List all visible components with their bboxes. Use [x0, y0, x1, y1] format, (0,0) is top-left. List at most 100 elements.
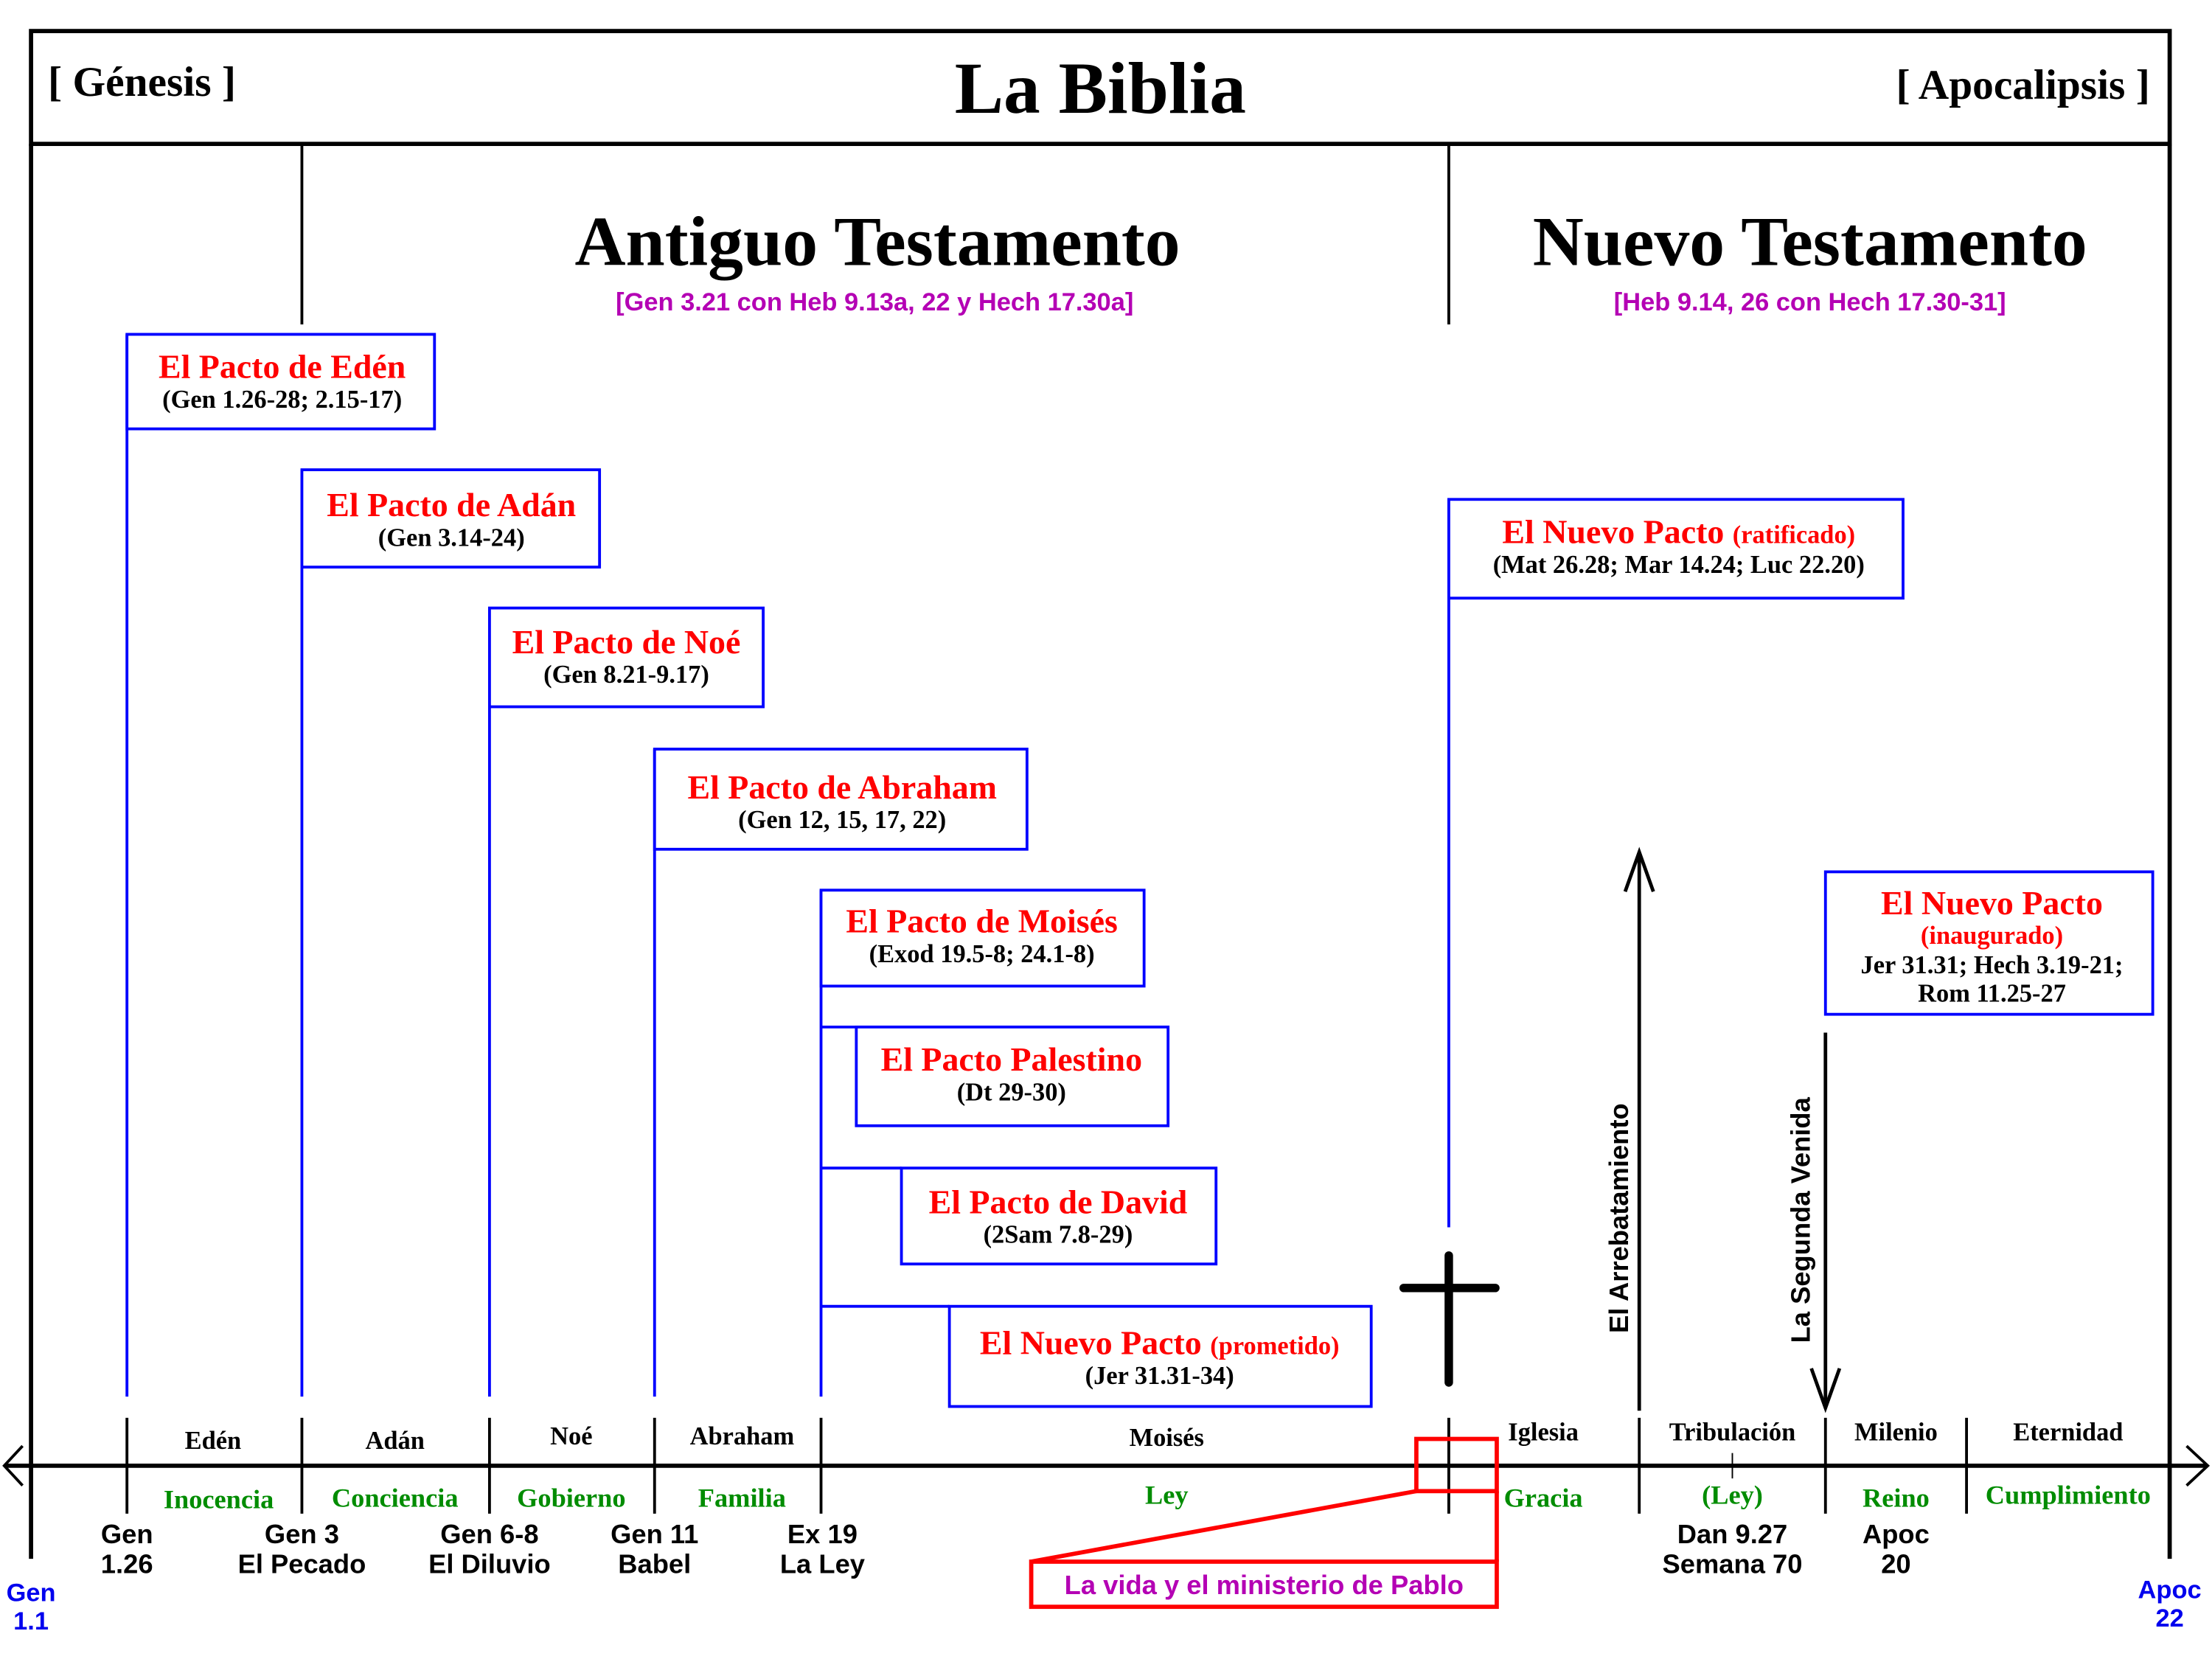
- period-abraham: Abraham: [690, 1422, 795, 1450]
- covenant-ref: (Gen 12, 15, 17, 22): [738, 806, 946, 834]
- dispensation-reino: Reino: [1863, 1483, 1930, 1512]
- covenant-ref: (Mat 26.28; Mar 14.24; Luc 22.20): [1493, 551, 1865, 579]
- marker-gen-3: Gen 3 El Pecado: [238, 1519, 366, 1579]
- endpoint-line1: Apoc: [2138, 1576, 2202, 1604]
- marker-line1: Gen 6-8: [440, 1519, 538, 1549]
- covenant-david[interactable]: El Pacto de David (2Sam 7.8-29): [900, 1166, 1218, 1266]
- covenant-nuevo-prometido[interactable]: El Nuevo Pacto (prometido) (Jer 31.31-34…: [947, 1304, 1373, 1408]
- marker-line1: Ex 19: [787, 1519, 858, 1549]
- dispensation-ley: Ley: [1145, 1481, 1189, 1510]
- period-milenio: Milenio: [1854, 1418, 1938, 1446]
- covenant-ref: (Gen 1.26-28; 2.15-17): [162, 386, 402, 414]
- covenant-ref: (Dt 29-30): [957, 1078, 1066, 1106]
- covenant-ref: (2Sam 7.8-29): [984, 1221, 1133, 1249]
- covenant-qualifier: (ratificado): [1733, 521, 1855, 549]
- covenant-qualifier: (inaugurado): [1921, 922, 2063, 950]
- rapture-arrow-icon: [1623, 846, 1655, 1411]
- dispensation-inocencia: Inocencia: [164, 1484, 274, 1514]
- covenant-connectors: [125, 334, 1450, 1397]
- covenant-title-line: El Nuevo Pacto (prometido): [980, 1324, 1340, 1362]
- header-frame: [29, 29, 2172, 147]
- dispensation-familia: Familia: [698, 1483, 786, 1512]
- dispensation-ley-tribulacion: (Ley): [1702, 1481, 1763, 1510]
- covenant-title: El Pacto Palestino: [881, 1040, 1142, 1078]
- marker-line2: Babel: [618, 1548, 691, 1579]
- period-tribulacion: Tribulación: [1669, 1418, 1796, 1446]
- callout-connector: [1031, 1489, 1417, 1564]
- marker-line2: El Pecado: [238, 1548, 366, 1579]
- arrow-left-icon: [2, 1444, 24, 1486]
- covenant-title: El Nuevo Pacto: [1502, 513, 1724, 551]
- cross-icon: [1399, 1251, 1500, 1387]
- covenant-title-line: El Nuevo Pacto (ratificado): [1502, 513, 1855, 551]
- marker-ex-19: Ex 19 La Ley: [780, 1519, 866, 1579]
- covenant-noe[interactable]: El Pacto de Noé (Gen 8.21-9.17): [487, 606, 765, 709]
- covenant-title: El Pacto de Moisés: [846, 902, 1117, 940]
- second-coming-arrow-icon: [1809, 1032, 1842, 1413]
- covenant-title: El Pacto de Adán: [327, 486, 576, 524]
- covenant-abraham[interactable]: El Pacto de Abraham (Gen 12, 15, 17, 22): [653, 748, 1029, 851]
- period-adan: Adán: [366, 1427, 425, 1455]
- covenant-qualifier: (prometido): [1210, 1332, 1339, 1360]
- marker-line1: Dan 9.27: [1677, 1519, 1788, 1549]
- period-eternidad: Eternidad: [2013, 1418, 2123, 1446]
- marker-gen-1-26: Gen 1.26: [101, 1519, 153, 1579]
- covenant-eden[interactable]: El Pacto de Edén (Gen 1.26-28; 2.15-17): [125, 333, 437, 431]
- header-apocalipsis: [ Apocalipsis ]: [1896, 62, 2150, 108]
- covenant-title: El Pacto de Abraham: [687, 768, 997, 806]
- dispensation-conciencia: Conciencia: [332, 1483, 459, 1512]
- covenant-nuevo-inaugurado[interactable]: El Nuevo Pacto (inaugurado) Jer 31.31; H…: [1823, 870, 2154, 1016]
- dispensation-gracia: Gracia: [1504, 1483, 1583, 1512]
- covenant-ref: (Jer 31.31-34): [1085, 1362, 1234, 1390]
- period-dividers: [125, 1417, 1969, 1514]
- old-testament-ref: [Gen 3.21 con Heb 9.13a, 22 y Hech 17.30…: [616, 288, 1133, 316]
- page-title: La Biblia: [955, 47, 1246, 129]
- rapture-label: El Arrebatamiento: [1604, 1103, 1634, 1333]
- period-moises: Moisés: [1130, 1424, 1204, 1452]
- marker-line1: Gen 11: [611, 1519, 698, 1549]
- marker-dan-9-27: Dan 9.27 Semana 70: [1663, 1519, 1803, 1579]
- marker-gen-6-8: Gen 6-8 El Diluvio: [428, 1519, 551, 1579]
- marker-line2: 20: [1881, 1548, 1910, 1579]
- marker-line2: El Diluvio: [428, 1548, 551, 1579]
- endpoint-line1: Gen: [7, 1579, 56, 1607]
- arrow-right-icon: [2185, 1444, 2211, 1487]
- covenant-ref: (Gen 8.21-9.17): [543, 661, 709, 689]
- timeline-axis: [2, 1444, 2211, 1487]
- callout-label: La vida y el ministerio de Pablo: [1065, 1570, 1464, 1600]
- new-testament-title: Nuevo Testamento: [1533, 203, 2087, 281]
- new-testament-ref: [Heb 9.14, 26 con Hech 17.30-31]: [1614, 288, 2006, 316]
- covenant-ref-line1: Jer 31.31; Hech 3.19-21;: [1861, 951, 2124, 979]
- endpoint-line2: 1.1: [13, 1607, 49, 1635]
- dispensation-gobierno: Gobierno: [517, 1483, 625, 1512]
- second-coming-label: La Segunda Venida: [1786, 1096, 1816, 1343]
- endpoint-start: Gen 1.1: [7, 1579, 56, 1635]
- marker-line2: Semana 70: [1663, 1548, 1803, 1579]
- marker-line2: La Ley: [780, 1548, 866, 1579]
- endpoint-end: Apoc 22: [2138, 1576, 2202, 1632]
- endpoint-line2: 22: [2155, 1604, 2183, 1632]
- period-iglesia: Iglesia: [1508, 1418, 1579, 1446]
- period-eden: Edén: [185, 1427, 242, 1455]
- callout-zoom-box: [1414, 1436, 1499, 1494]
- covenant-moises[interactable]: El Pacto de Moisés (Exod 19.5-8; 24.1-8): [819, 888, 1146, 988]
- pablo-callout[interactable]: La vida y el ministerio de Pablo: [1029, 1436, 1499, 1610]
- covenant-palestino[interactable]: El Pacto Palestino (Dt 29-30): [855, 1025, 1170, 1127]
- marker-line1: Apoc: [1863, 1519, 1930, 1549]
- covenant-adan[interactable]: El Pacto de Adán (Gen 3.14-24): [300, 468, 602, 569]
- marker-apoc-20: Apoc 20: [1863, 1519, 1930, 1579]
- old-testament-title: Antiguo Testamento: [574, 203, 1180, 281]
- period-noe: Noé: [550, 1422, 592, 1450]
- marker-line1: Gen 3: [265, 1519, 339, 1549]
- covenant-ref-line2: Rom 11.25-27: [1918, 979, 2066, 1007]
- dispensation-cumplimiento: Cumplimiento: [1986, 1481, 2151, 1510]
- marker-line1: Gen: [101, 1519, 153, 1549]
- covenant-title: El Nuevo Pacto: [980, 1324, 1202, 1362]
- covenant-nuevo-ratificado[interactable]: El Nuevo Pacto (ratificado) (Mat 26.28; …: [1447, 498, 1905, 600]
- covenant-title: El Pacto de Noé: [512, 623, 741, 661]
- covenant-title: El Pacto de David: [929, 1183, 1188, 1220]
- covenant-title: El Pacto de Edén: [159, 348, 406, 386]
- marker-line2: 1.26: [101, 1548, 153, 1579]
- header-genesis: [ Génesis ]: [48, 59, 236, 105]
